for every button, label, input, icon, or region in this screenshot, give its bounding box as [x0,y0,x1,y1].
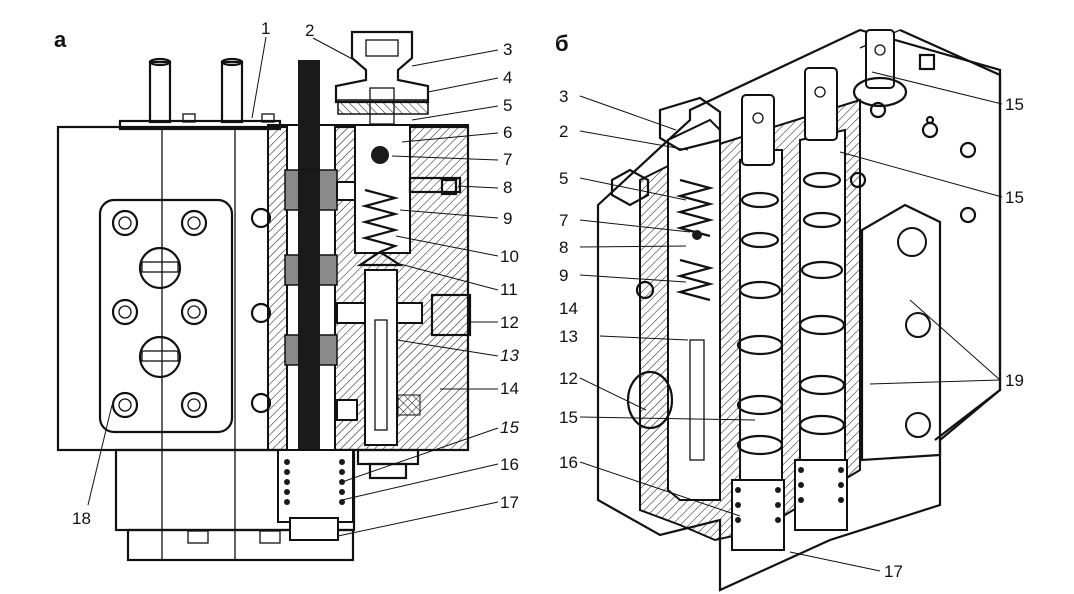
label-b-12: 12 [559,369,578,388]
label-a-9: 9 [503,209,512,228]
label-b-15-left: 15 [559,408,578,427]
spool-2-lands [798,171,846,436]
label-b-19: 19 [1005,371,1024,390]
panel-b-letter: б [555,31,569,56]
label-a-13: 13 [500,346,519,365]
panel-a-letter: а [54,27,67,52]
panel-b-drawing [596,28,1002,592]
label-a-1: 1 [261,19,270,38]
label-b-17: 17 [884,562,903,581]
label-b-5: 5 [559,169,568,188]
label-b-16: 16 [559,453,578,472]
label-a-5: 5 [503,96,512,115]
panel-b-labels: 3 2 5 7 8 9 14 13 12 15 16 15 15 19 17 [559,87,1024,581]
label-a-15: 15 [500,418,519,437]
flange-bolts [111,209,208,419]
label-a-6: 6 [503,123,512,142]
label-b-2: 2 [559,122,568,141]
label-b-8: 8 [559,238,568,257]
label-a-14: 14 [500,379,519,398]
springs-b [731,459,848,551]
panel-b-leaders [579,71,1003,572]
label-b-13: 13 [559,327,578,346]
label-b-3: 3 [559,87,568,106]
panel-a-drawing [56,30,472,562]
label-b-7: 7 [559,211,568,230]
label-a-17: 17 [500,493,519,512]
label-a-16: 16 [500,455,519,474]
label-a-2: 2 [305,21,314,40]
label-b-15-mid: 15 [1005,188,1024,207]
panel-a-leaders [87,36,499,537]
spool-1-lands [736,191,784,456]
label-a-3: 3 [503,40,512,59]
panel-a-labels: 1 2 3 4 5 6 7 8 9 10 11 12 13 14 15 16 1… [72,19,519,528]
label-a-12: 12 [500,313,519,332]
label-a-10: 10 [500,247,519,266]
label-a-11: 11 [500,280,518,299]
label-a-4: 4 [503,68,512,87]
label-a-8: 8 [503,178,512,197]
label-a-18: 18 [72,509,91,528]
label-b-9: 9 [559,266,568,285]
spring-coils-a [284,459,345,505]
label-a-7: 7 [503,150,512,169]
label-b-15-top: 15 [1005,95,1024,114]
label-b-14: 14 [559,299,578,318]
